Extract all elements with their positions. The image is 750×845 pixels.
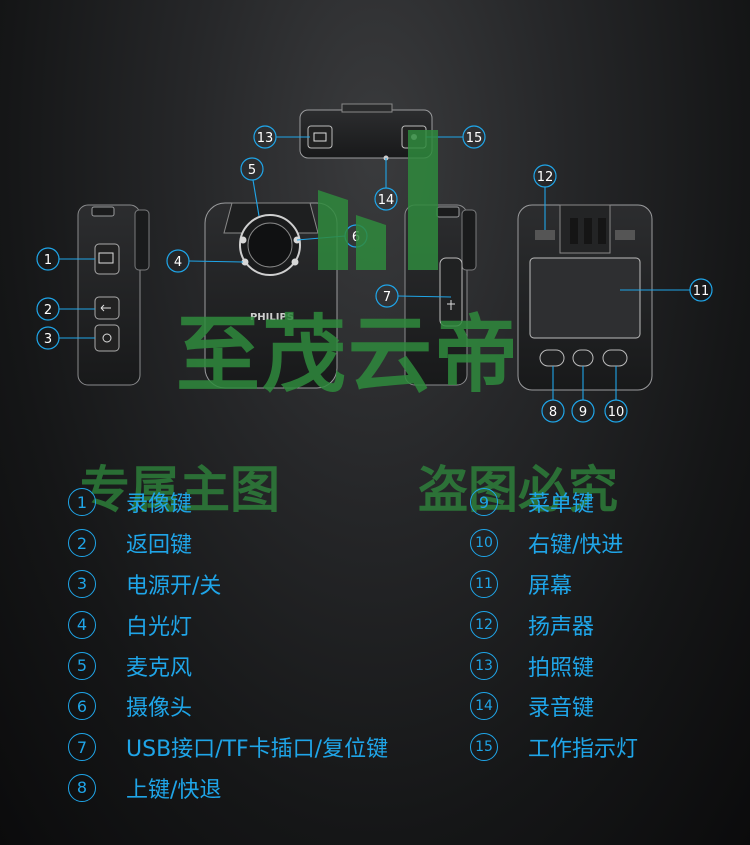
device-front-view: PHILIPS [204, 202, 338, 389]
svg-text:5: 5 [248, 163, 256, 178]
legend-label: 工作指示灯 [528, 737, 639, 763]
svg-text:12: 12 [537, 170, 554, 185]
legend-number: 5 [68, 651, 96, 680]
legend-number: 13 [470, 651, 498, 680]
callout-13: 13 [253, 125, 277, 149]
callout-8: 8 [541, 399, 565, 423]
watermark-brand-text: 至茂云帝 [176, 306, 521, 404]
legend-label: 上键/快退 [126, 777, 222, 803]
callout-5: 5 [240, 157, 264, 181]
legend-item: 3 电源开/关 [68, 564, 388, 605]
device-back-view [517, 204, 653, 391]
legend-label: 右键/快进 [528, 533, 624, 559]
legend-number: 14 [470, 692, 498, 721]
callout-3: 3 [36, 326, 60, 350]
legend-item: 5 麦克风 [68, 645, 388, 686]
legend-label: 屏幕 [528, 573, 573, 599]
watermark-logo-icon [318, 130, 438, 270]
callout-10: 10 [604, 399, 628, 423]
svg-text:1: 1 [44, 253, 52, 268]
legend-number: 4 [68, 610, 96, 639]
legend-number: 9 [470, 488, 498, 517]
legend-item: 9 菜单键 [470, 482, 638, 523]
legend-number: 12 [470, 610, 498, 639]
legend-left-column: 1 录像键 2 返回键 3 电源开/关 4 白光灯 5 麦克风 6 摄像头 7 USB接口/T… [68, 482, 388, 808]
legend-label: 摄像头 [126, 696, 193, 722]
legend-number: 15 [470, 733, 498, 762]
device-brand-label: PHILIPS [250, 312, 294, 323]
legend-label: 拍照键 [528, 655, 595, 681]
legend-item: 4 白光灯 [68, 604, 388, 645]
svg-text:7: 7 [383, 290, 391, 305]
callout-1: 1 [36, 247, 60, 271]
callout-2: 2 [36, 297, 60, 321]
callout-7: 7 [375, 284, 399, 308]
legend-number: 7 [68, 733, 96, 762]
callout-15: 15 [462, 125, 486, 149]
watermark-left-text: 专属主图 [80, 461, 280, 519]
callout-9: 9 [571, 399, 595, 423]
legend-label: 返回键 [126, 533, 193, 559]
legend-label: 麦克风 [126, 655, 193, 681]
legend-item: 7 USB接口/TF卡插口/复位键 [68, 727, 388, 768]
legend-label: 扬声器 [528, 614, 595, 640]
legend-number: 6 [68, 692, 96, 721]
svg-text:4: 4 [174, 255, 182, 270]
legend-number: 1 [68, 488, 96, 517]
legend-number: 8 [68, 773, 96, 802]
legend-item: 10 右键/快进 [470, 523, 638, 564]
legend-item: 11 屏幕 [470, 564, 638, 605]
legend-item: 6 摄像头 [68, 686, 388, 727]
callout-14: 14 [374, 187, 398, 211]
svg-text:3: 3 [44, 332, 52, 347]
svg-text:14: 14 [378, 193, 395, 208]
callout-12: 12 [533, 164, 557, 188]
svg-text:15: 15 [466, 131, 483, 146]
legend-item: 12 扬声器 [470, 604, 638, 645]
legend-label: 录音键 [528, 696, 595, 722]
legend-item: 2 返回键 [68, 523, 388, 564]
legend-item: 1 录像键 [68, 482, 388, 523]
svg-text:10: 10 [608, 405, 625, 420]
legend-label: 白光灯 [126, 614, 193, 640]
legend-item: 8 上键/快退 [68, 768, 388, 809]
legend-number: 11 [470, 569, 498, 598]
callout-4: 4 [166, 249, 190, 273]
svg-text:8: 8 [549, 405, 557, 420]
svg-text:2: 2 [44, 303, 52, 318]
legend-item: 13 拍照键 [470, 645, 638, 686]
device-left-side-view [77, 204, 150, 386]
svg-text:13: 13 [257, 131, 274, 146]
watermark-right-text: 盗图必究 [418, 461, 618, 519]
svg-text:11: 11 [693, 284, 710, 299]
legend-label: USB接口/TF卡插口/复位键 [126, 737, 389, 763]
device-diagram: PHILIPS [36, 103, 713, 423]
legend-label: 电源开/关 [126, 573, 222, 599]
legend-right-column: 9 菜单键 10 右键/快进 11 屏幕 12 扬声器 13 拍照键 14 录音键 15 工作… [470, 482, 638, 768]
legend-number: 2 [68, 529, 96, 558]
svg-text:9: 9 [579, 405, 587, 420]
legend-item: 14 录音键 [470, 686, 638, 727]
legend-label: 菜单键 [528, 492, 595, 518]
legend-label: 录像键 [126, 492, 193, 518]
callout-11: 11 [689, 278, 713, 302]
legend-number: 3 [68, 569, 96, 598]
legend-number: 10 [470, 529, 498, 558]
legend-item: 15 工作指示灯 [470, 727, 638, 768]
